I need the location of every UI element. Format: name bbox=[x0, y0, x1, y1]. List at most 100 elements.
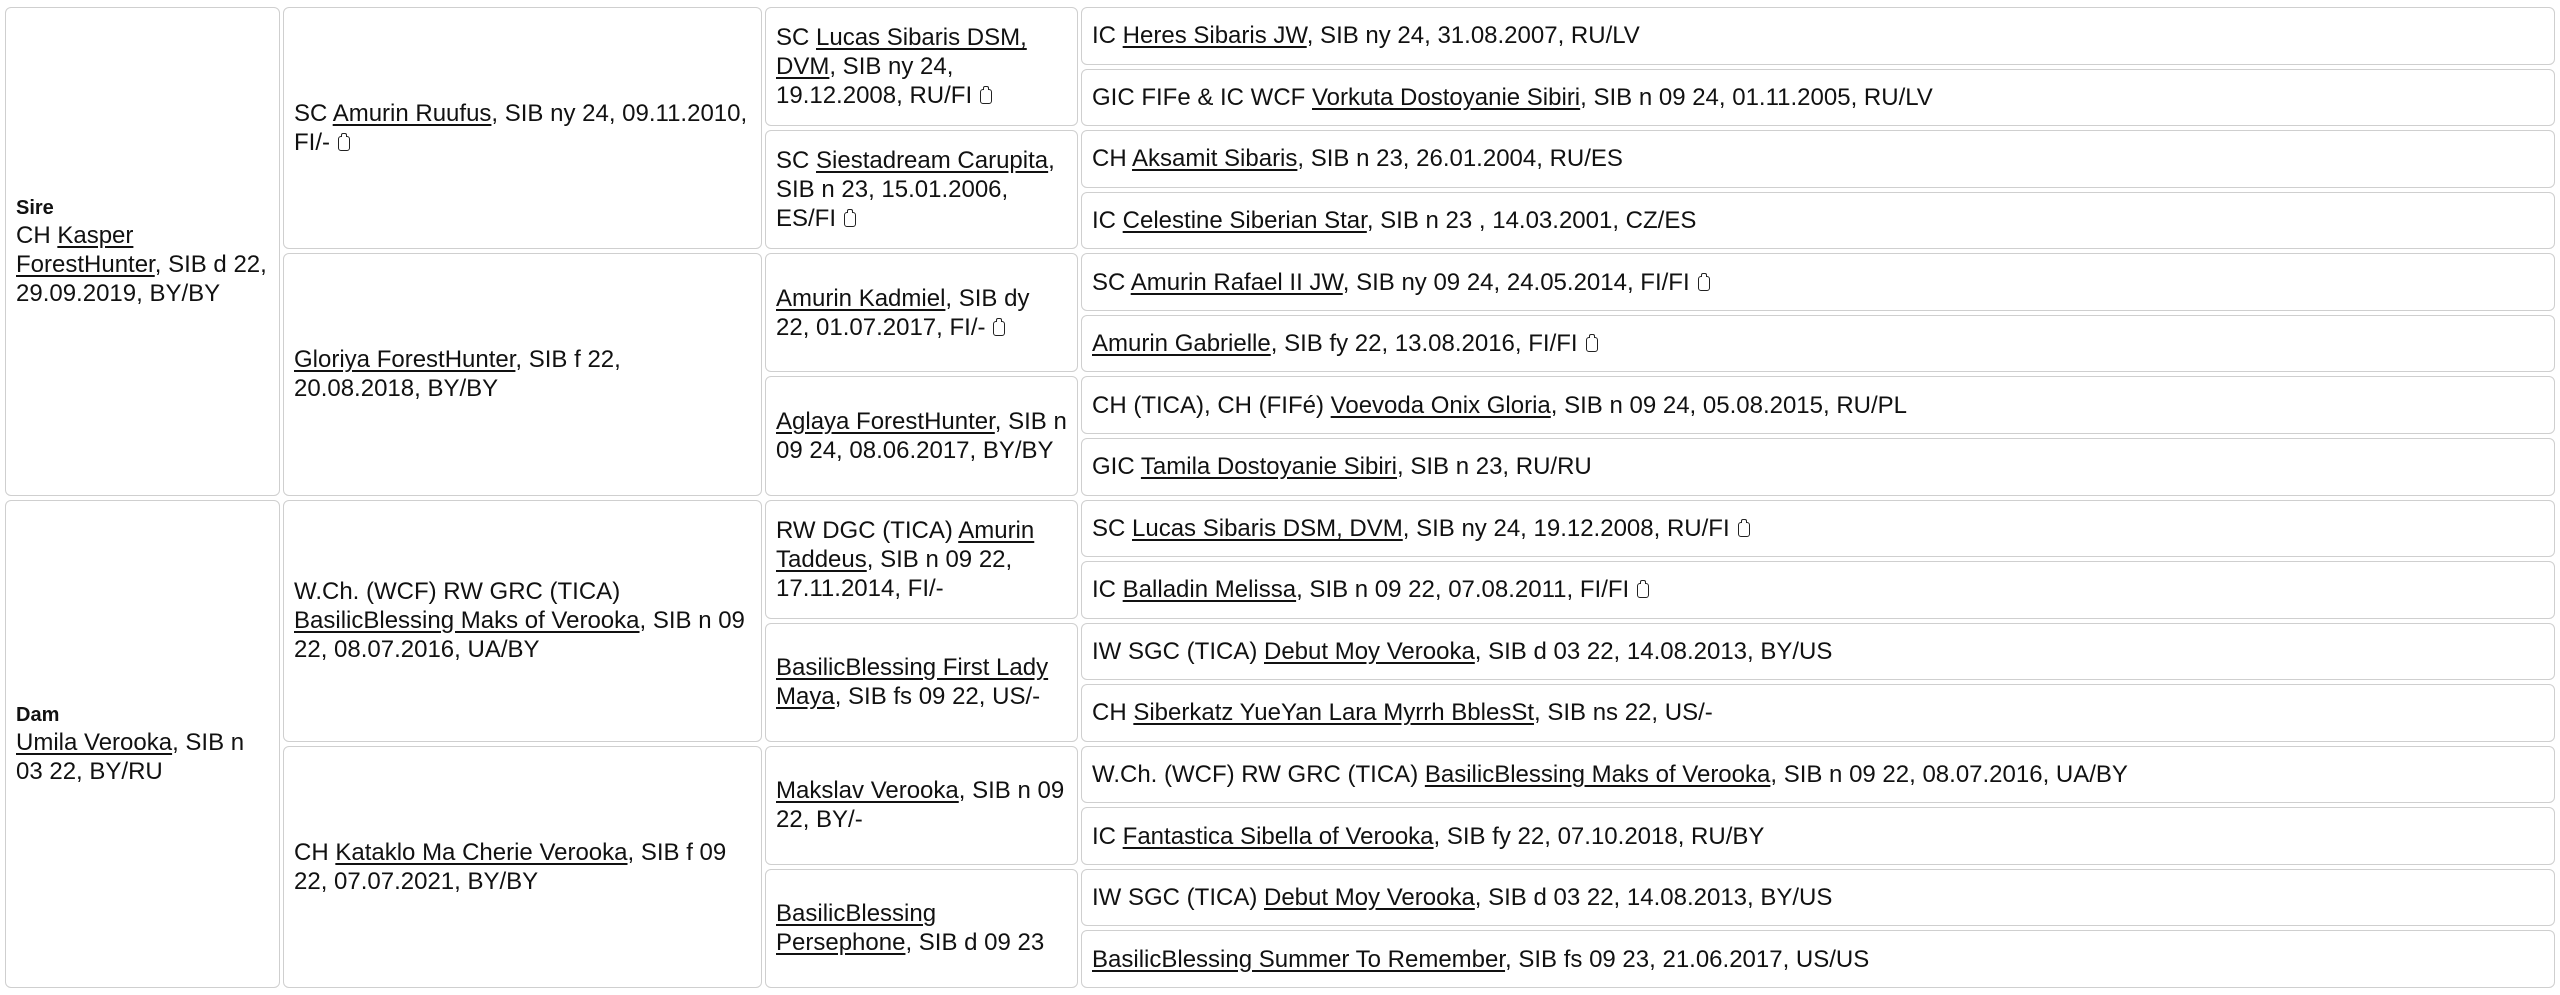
clipboard-icon[interactable] bbox=[980, 86, 993, 105]
gen3-entry: BasilicBlessing Persephone, SIB d 09 23 bbox=[776, 899, 1067, 957]
cat-details: , SIB ny 09 24, 24.05.2014, FI/FI bbox=[1342, 268, 1690, 296]
title-prefix: SC bbox=[294, 100, 328, 128]
gen3-entry: RW DGC (TICA) Amurin Taddeus, SIB n 09 2… bbox=[776, 516, 1067, 603]
cat-details: , SIB d 03 22, 14.08.2013, BY/US bbox=[1474, 637, 1833, 665]
gen4-entry: IW SGC (TICA) Debut Moy Verooka, SIB d 0… bbox=[1092, 883, 2544, 912]
cat-name-link[interactable]: Aksamit Sibaris bbox=[1132, 145, 1298, 173]
gen4-entry: Amurin Gabrielle, SIB fy 22, 13.08.2016,… bbox=[1092, 329, 2544, 358]
title-prefix: SC bbox=[1092, 268, 1126, 296]
cat-name-link[interactable]: Vorkuta Dostoyanie Sibiri bbox=[1312, 83, 1581, 111]
gen4-entry: GIC Tamila Dostoyanie Sibiri, SIB n 23, … bbox=[1092, 452, 2544, 481]
gen2-cell: W.Ch. (WCF) RW GRC (TICA) BasilicBlessin… bbox=[283, 499, 762, 742]
gen4-cell: IC Celestine Siberian Star, SIB n 23 , 1… bbox=[1081, 191, 2555, 250]
gen3-cell: Aglaya ForestHunter, SIB n 09 24, 08.06.… bbox=[765, 376, 1078, 496]
dam-label: Dam bbox=[16, 703, 60, 726]
cat-name-link[interactable]: Gloriya ForestHunter bbox=[294, 346, 516, 374]
gen4-cell: CH (TICA), CH (FIFé) Voevoda Onix Gloria… bbox=[1081, 376, 2555, 434]
cat-name-link[interactable]: Celestine Siberian Star bbox=[1122, 206, 1367, 234]
gen3-cell: RW DGC (TICA) Amurin Taddeus, SIB n 09 2… bbox=[765, 499, 1078, 619]
cat-details: , SIB d 03 22, 14.08.2013, BY/US bbox=[1474, 884, 1833, 912]
clipboard-icon[interactable] bbox=[338, 133, 350, 152]
cat-name-link[interactable]: Umila Verooka bbox=[16, 728, 173, 756]
cat-name-link[interactable]: BasilicBlessing Persephone bbox=[776, 900, 937, 957]
clipboard-icon[interactable] bbox=[844, 209, 857, 228]
title-prefix: IC bbox=[1092, 822, 1116, 850]
cat-details: , SIB fs 09 23, 21.06.2017, US/US bbox=[1505, 945, 1870, 973]
cat-name-link[interactable]: Fantastica Sibella of Verooka bbox=[1122, 822, 1434, 850]
cat-name-link[interactable]: Kataklo Ma Cherie Verooka bbox=[335, 838, 628, 866]
clipboard-icon[interactable] bbox=[1585, 334, 1598, 353]
gen4-entry: IC Fantastica Sibella of Verooka, SIB fy… bbox=[1092, 822, 2544, 851]
gen4-cell: BasilicBlessing Summer To Remember, SIB … bbox=[1081, 930, 2555, 988]
cat-name-link[interactable]: Makslav Verooka bbox=[776, 777, 959, 805]
gen4-cell: CH Siberkatz YueYan Lara Myrrh BblesSt, … bbox=[1081, 684, 2555, 742]
gen2-cell: CH Kataklo Ma Cherie Verooka, SIB f 09 2… bbox=[283, 745, 762, 988]
gen4-entry: GIC FIFe & IC WCF Vorkuta Dostoyanie Sib… bbox=[1092, 83, 2544, 112]
cat-details: , SIB fy 22, 07.10.2018, RU/BY bbox=[1433, 822, 1765, 850]
gen3-cell: Amurin Kadmiel, SIB dy 22, 01.07.2017, F… bbox=[765, 253, 1078, 373]
clipboard-icon[interactable] bbox=[993, 317, 1006, 336]
cat-name-link[interactable]: Tamila Dostoyanie Sibiri bbox=[1140, 453, 1398, 481]
gen4-cell: GIC FIFe & IC WCF Vorkuta Dostoyanie Sib… bbox=[1081, 68, 2555, 127]
cat-name-link[interactable]: Siestadream Carupita bbox=[816, 147, 1049, 175]
gen4-cell: CH Aksamit Sibaris, SIB n 23, 26.01.2004… bbox=[1081, 130, 2555, 188]
cat-name-link[interactable]: Amurin Taddeus bbox=[776, 516, 1035, 573]
cat-name-link[interactable]: BasilicBlessing Maks of Verooka bbox=[294, 607, 640, 635]
gen4-cell: SC Lucas Sibaris DSM, DVM, SIB ny 24, 19… bbox=[1081, 499, 2555, 558]
cat-name-link[interactable]: Debut Moy Verooka bbox=[1264, 637, 1475, 665]
cat-name-link[interactable]: Balladin Melissa bbox=[1122, 576, 1297, 604]
gen2-entry: Gloriya ForestHunter, SIB f 22, 20.08.20… bbox=[294, 345, 751, 403]
title-prefix: IC bbox=[1092, 206, 1116, 234]
cat-details: , SIB n 03 22, BY/RU bbox=[16, 728, 245, 785]
gen3-cell: BasilicBlessing Persephone, SIB d 09 23 bbox=[765, 868, 1078, 988]
gen2-cell: Gloriya ForestHunter, SIB f 22, 20.08.20… bbox=[283, 253, 762, 496]
cat-name-link[interactable]: Siberkatz YueYan Lara Myrrh BblesSt bbox=[1133, 699, 1534, 727]
gen4-cell: IC Fantastica Sibella of Verooka, SIB fy… bbox=[1081, 807, 2555, 865]
cat-name-link[interactable]: Lucas Sibaris DSM, DVM bbox=[1132, 514, 1403, 542]
title-prefix: W.Ch. (WCF) RW GRC (TICA) bbox=[1092, 761, 1419, 789]
title-prefix: CH (TICA), CH (FIFé) bbox=[1092, 391, 1324, 419]
title-prefix: W.Ch. (WCF) RW GRC (TICA) bbox=[294, 578, 621, 606]
gen4-entry: BasilicBlessing Summer To Remember, SIB … bbox=[1092, 945, 2544, 974]
cat-details: , SIB ny 24, 19.12.2008, RU/FI bbox=[776, 53, 973, 110]
cat-name-link[interactable]: Amurin Ruufus bbox=[332, 100, 492, 128]
cat-name-link[interactable]: Kasper ForestHunter bbox=[16, 221, 155, 278]
clipboard-icon[interactable] bbox=[1637, 580, 1650, 599]
title-prefix: SC bbox=[1092, 514, 1126, 542]
cat-name-link[interactable]: Heres Sibaris JW bbox=[1122, 22, 1307, 50]
clipboard-icon[interactable] bbox=[1737, 518, 1750, 537]
cat-name-link[interactable]: Amurin Kadmiel bbox=[776, 284, 946, 312]
cat-name-link[interactable]: BasilicBlessing Maks of Verooka bbox=[1424, 761, 1771, 789]
cat-name-link[interactable]: Lucas Sibaris DSM, DVM bbox=[776, 24, 1027, 81]
cat-name-link[interactable]: BasilicBlessing First Lady Maya bbox=[776, 654, 1049, 711]
gen4-entry: SC Amurin Rafael II JW, SIB ny 09 24, 24… bbox=[1092, 268, 2544, 297]
title-prefix: CH bbox=[1092, 699, 1127, 727]
gen4-entry: IC Celestine Siberian Star, SIB n 23 , 1… bbox=[1092, 206, 2544, 235]
cat-name-link[interactable]: Aglaya ForestHunter bbox=[776, 407, 995, 435]
cat-details: , SIB ny 24, 09.11.2010, FI/- bbox=[294, 100, 748, 157]
cat-details: , SIB fs 09 22, US/- bbox=[834, 683, 1041, 711]
cat-name-link[interactable]: BasilicBlessing Summer To Remember bbox=[1092, 945, 1506, 973]
cat-name-link[interactable]: Voevoda Onix Gloria bbox=[1330, 391, 1551, 419]
cat-name-link[interactable]: Debut Moy Verooka bbox=[1264, 884, 1475, 912]
cat-name-link[interactable]: Amurin Rafael II JW bbox=[1130, 268, 1343, 296]
cat-details: , SIB d 09 23 bbox=[905, 929, 1045, 957]
gen3-cell: Makslav Verooka, SIB n 09 22, BY/- bbox=[765, 745, 1078, 865]
gen4-entry: W.Ch. (WCF) RW GRC (TICA) BasilicBlessin… bbox=[1092, 760, 2544, 789]
gen3-entry: BasilicBlessing First Lady Maya, SIB fs … bbox=[776, 653, 1067, 711]
gen4-entry: CH Siberkatz YueYan Lara Myrrh BblesSt, … bbox=[1092, 698, 2544, 727]
title-prefix: CH bbox=[1092, 145, 1127, 173]
gen2-entry: CH Kataklo Ma Cherie Verooka, SIB f 09 2… bbox=[294, 838, 751, 896]
gen3-entry: SC Siestadream Carupita, SIB n 23, 15.01… bbox=[776, 146, 1067, 233]
gen4-entry: CH (TICA), CH (FIFé) Voevoda Onix Gloria… bbox=[1092, 391, 2544, 420]
cat-details: , SIB n 09 22, 08.07.2016, UA/BY bbox=[294, 607, 745, 664]
gen4-cell: IC Balladin Melissa, SIB n 09 22, 07.08.… bbox=[1081, 561, 2555, 619]
title-prefix: IC bbox=[1092, 576, 1116, 604]
cat-details: , SIB n 23, RU/RU bbox=[1397, 453, 1592, 481]
clipboard-icon[interactable] bbox=[1697, 272, 1710, 291]
title-prefix: SC bbox=[776, 24, 810, 52]
cat-name-link[interactable]: Amurin Gabrielle bbox=[1092, 330, 1271, 358]
